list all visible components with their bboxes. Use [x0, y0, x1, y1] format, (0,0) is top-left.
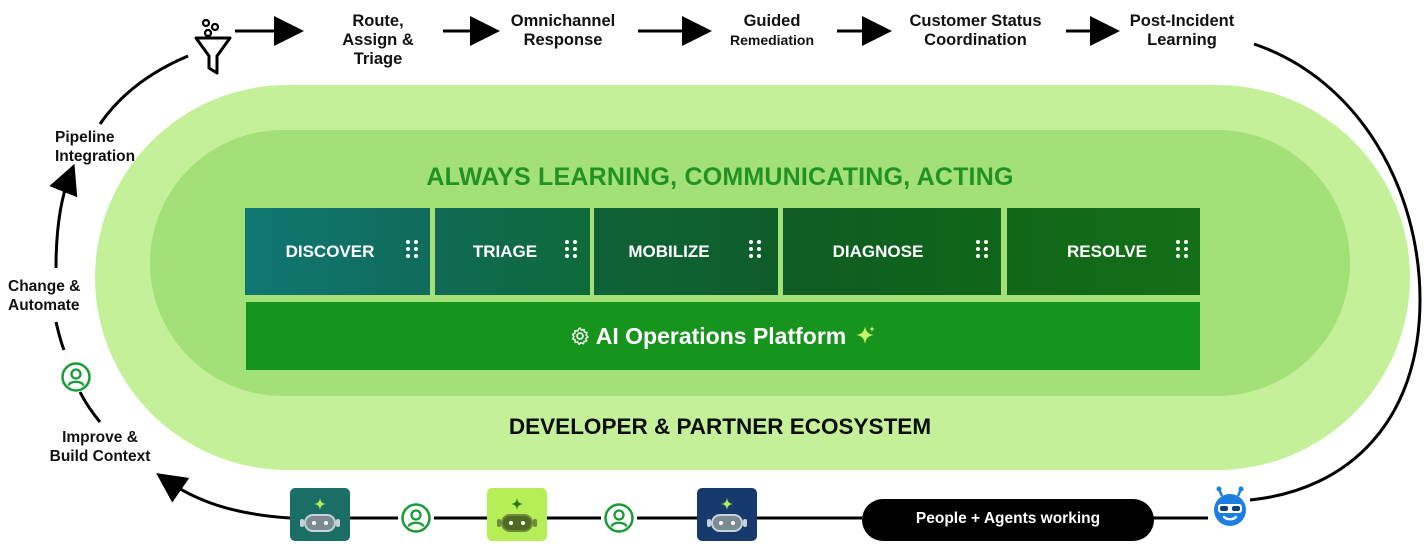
- phase-label: TRIAGE: [472, 242, 538, 261]
- phase-label: RESOLVE: [1067, 242, 1147, 261]
- phase-mobilize: MOBILIZE: [594, 208, 778, 295]
- arc-right: [1249, 42, 1422, 502]
- phase-discover: DISCOVER: [245, 208, 430, 295]
- robot-icon-3: [697, 488, 757, 541]
- user-circle-icon: [61, 362, 91, 392]
- drag-dots-icon: [406, 240, 420, 259]
- phase-resolve: RESOLVE: [1007, 208, 1200, 295]
- arc-left-lower: [78, 391, 102, 423]
- robot-icon-1: [290, 488, 350, 541]
- step-route: Route,Assign &Triage: [342, 12, 414, 68]
- phase-label: DISCOVER: [285, 242, 375, 261]
- robot-icon-2: [487, 488, 547, 541]
- phase-label: MOBILIZE: [628, 242, 710, 261]
- platform-label: AI Operations Platform: [595, 323, 847, 349]
- user-circle-icon: [604, 503, 634, 533]
- people-agents-pill: People + Agents working: [862, 499, 1154, 541]
- mascot-icon: [1214, 486, 1246, 526]
- gear-icon: [571, 327, 589, 345]
- ecosystem-label: DEVELOPER & PARTNER ECOSYSTEM: [508, 414, 932, 439]
- arc-left-upper: [49, 163, 78, 269]
- arc-left-top: [98, 54, 189, 125]
- label-improve-build-context: Improve &Build Context: [49, 429, 151, 465]
- drag-dots-icon: [1176, 240, 1190, 259]
- ai-operations-platform: AI Operations Platform: [246, 302, 1200, 370]
- sparkle-icon: [856, 326, 876, 344]
- phase-label: DIAGNOSE: [832, 242, 924, 261]
- drag-dots-icon: [976, 240, 990, 259]
- label-change-automate: Change &Automate: [8, 278, 81, 314]
- drag-dots-icon: [749, 240, 763, 259]
- arc-left-mid: [54, 321, 66, 351]
- user-circle-icon: [401, 503, 431, 533]
- phase-diagnose: DIAGNOSE: [783, 208, 1001, 295]
- headline: ALWAYS LEARNING, COMMUNICATING, ACTING: [426, 163, 1014, 191]
- drag-dots-icon: [565, 240, 579, 259]
- arc-bottom-left: [156, 473, 291, 520]
- funnel-icon: [194, 18, 232, 75]
- phase-triage: TRIAGE: [435, 208, 590, 295]
